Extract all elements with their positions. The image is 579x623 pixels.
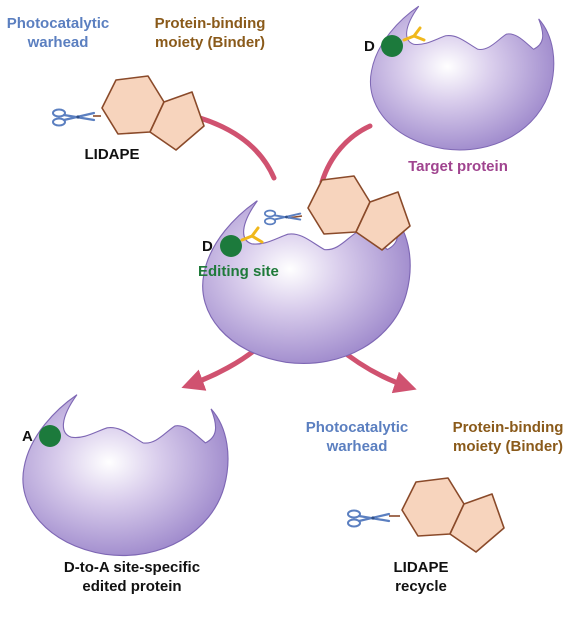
recycle-binder-line1: Protein-binding: [452, 419, 564, 436]
recycle-binder-line2: moiety (Binder): [452, 438, 564, 455]
editing-site-label: Editing site: [198, 263, 279, 280]
recycle-warhead-label: Photocatalytic warhead: [306, 418, 409, 456]
arc-target-to-complex: [319, 123, 373, 185]
binder-ligand-icon: [101, 75, 205, 151]
target-residue-label: D: [364, 38, 375, 55]
edited-caption-line2: edited protein: [82, 578, 182, 595]
edited-protein-caption: D-to-A site-specific edited protein: [64, 558, 200, 596]
lidape-recycle-caption: LIDAPE recycle: [393, 558, 448, 596]
lidape-label: LIDAPE: [84, 146, 140, 163]
y-marker-icon: [402, 26, 426, 42]
scissors-icon: [51, 108, 96, 127]
binder-label-line1: Protein-binding: [154, 15, 266, 32]
complex-residue-label: D: [202, 238, 213, 255]
recycle-caption-line1: LIDAPE: [393, 559, 449, 576]
binder-label: Protein-binding moiety (Binder): [155, 14, 266, 52]
target-protein-shape: [369, 5, 555, 151]
edited-protein-shape: [22, 394, 229, 557]
edited-caption-line1: D-to-A site-specific: [63, 559, 201, 576]
binder-label-line2: moiety (Binder): [154, 34, 266, 51]
warhead-label-line2: warhead: [27, 34, 89, 51]
editing-residue-dot: [220, 235, 242, 257]
recycle-scissors-icon: [346, 509, 391, 528]
residue-dot: [381, 35, 403, 57]
bound-y-marker-icon: [240, 226, 264, 244]
recycle-caption-line2: recycle: [395, 578, 447, 595]
target-protein-caption: Target protein: [408, 158, 508, 175]
recycle-ligand-icon: [401, 477, 505, 553]
recycle-warhead-line1: Photocatalytic: [305, 419, 409, 436]
edited-residue-label: A: [22, 428, 33, 445]
recycle-binder-label: Protein-binding moiety (Binder): [453, 418, 564, 456]
recycle-warhead-line2: warhead: [326, 438, 388, 455]
warhead-label: Photocatalytic warhead: [7, 14, 110, 52]
edited-residue-dot: [39, 425, 61, 447]
warhead-label-line1: Photocatalytic: [6, 15, 110, 32]
arc-ligand-to-complex: [197, 115, 277, 181]
